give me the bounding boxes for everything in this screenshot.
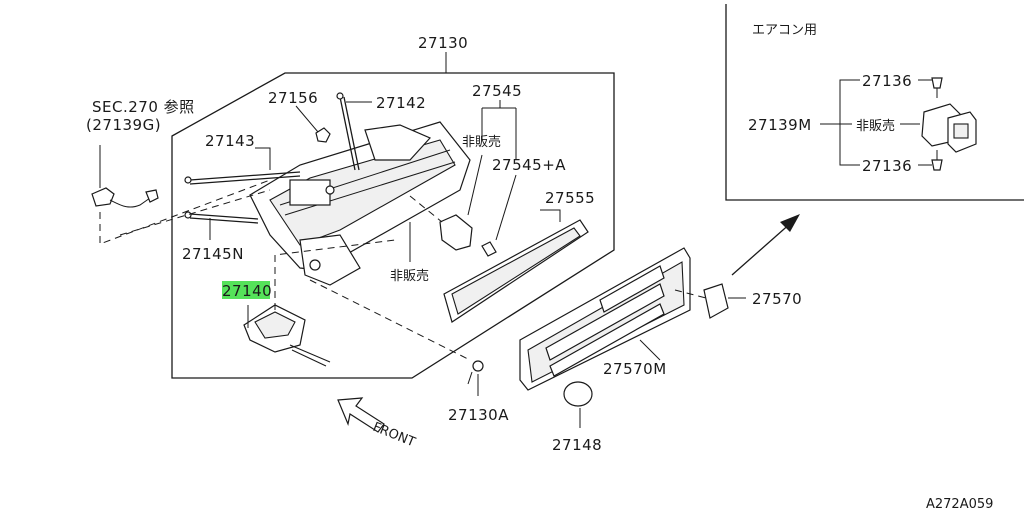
diagram-code: A272A059 <box>926 497 993 512</box>
leaders-27545 <box>467 100 517 241</box>
label-hihanbai-mid: 非販売 <box>390 268 429 284</box>
label-aircon: エアコン用 <box>752 23 817 38</box>
label-27136-top: 27136 <box>862 72 912 90</box>
label-27545: 27545 <box>472 82 522 100</box>
part-27545 <box>409 195 497 257</box>
label-27570m: 27570M <box>603 360 667 378</box>
arrow-to-inset <box>731 214 800 276</box>
label-sec270-line2: (27139G) <box>86 116 161 134</box>
part-27555 <box>443 209 589 323</box>
label-sec270-line1: SEC.270 参照 <box>92 98 195 116</box>
aircon-inset <box>725 4 1024 201</box>
part-27140 <box>243 239 396 367</box>
part-27156 <box>295 105 331 143</box>
label-27136-bottom: 27136 <box>862 157 912 175</box>
part-27570 <box>674 283 746 319</box>
label-27156: 27156 <box>268 89 318 107</box>
inset-border <box>725 4 1024 201</box>
part-27148 <box>563 381 593 428</box>
label-27143: 27143 <box>205 132 255 150</box>
control-assembly <box>249 92 471 286</box>
label-hihanbai-inset: 非販売 <box>856 118 895 134</box>
label-27570: 27570 <box>752 290 802 308</box>
front-arrow <box>337 397 385 433</box>
label-27142: 27142 <box>376 94 426 112</box>
label-27130: 27130 <box>418 34 468 52</box>
assembly-frame <box>171 72 615 379</box>
part-27143 <box>184 147 301 185</box>
label-27145n: 27145N <box>182 245 244 263</box>
label-hihanbai-top: 非販売 <box>462 134 501 150</box>
part-27570m <box>519 247 691 391</box>
part-27130a <box>309 279 484 396</box>
label-27555: 27555 <box>545 189 595 207</box>
part-27145n <box>184 211 259 240</box>
inset-parts <box>820 77 977 171</box>
label-27545a: 27545+A <box>492 156 566 174</box>
label-front: FRONT <box>371 420 418 451</box>
highlight-27140 <box>222 281 270 299</box>
part-27139g <box>91 145 271 245</box>
label-27139m: 27139M <box>748 116 812 134</box>
label-27148: 27148 <box>552 436 602 454</box>
label-27140[interactable]: 27140 <box>222 282 272 300</box>
label-27130a: 27130A <box>448 406 509 424</box>
